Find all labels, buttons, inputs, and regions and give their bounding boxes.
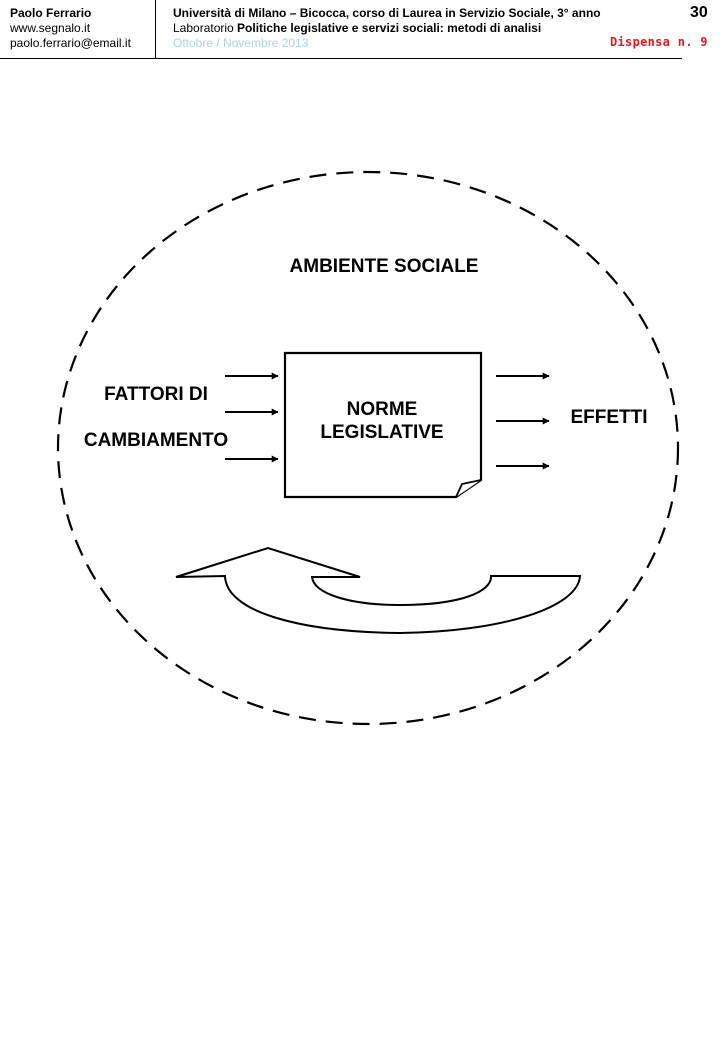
social-environment-boundary <box>56 170 680 726</box>
input-label-line1: FATTORI DI <box>104 384 208 405</box>
university-line: Università di Milano – Bicocca, corso di… <box>173 6 601 20</box>
feedback-arrow <box>175 546 582 635</box>
dispensa-label: Dispensa n. 9 <box>610 35 708 49</box>
box-label-line1: NORME <box>347 399 418 420</box>
input-label-line2: CAMBIAMENTO <box>84 430 228 451</box>
page-number: 30 <box>690 4 708 21</box>
lab-line: Laboratorio Politiche legislative e serv… <box>173 21 663 36</box>
header-vertical-divider <box>155 0 156 58</box>
lab-title: Politiche legislative e servizi sociali:… <box>237 21 542 35</box>
lab-prefix: Laboratorio <box>173 21 238 35</box>
folded-corner <box>455 479 482 498</box>
period-line: Ottobre / Novembre 2013 <box>173 36 309 50</box>
author-name: Paolo Ferrario <box>10 6 92 20</box>
output-label: EFFETTI <box>570 407 647 428</box>
header-horizontal-divider <box>0 58 682 59</box>
author-block: Paolo Ferrario www.segnalo.it paolo.ferr… <box>10 6 155 51</box>
course-block: Università di Milano – Bicocca, corso di… <box>173 6 663 51</box>
environment-label: AMBIENTE SOCIALE <box>290 256 479 277</box>
box-label-line2: LEGISLATIVE <box>320 422 443 443</box>
author-email[interactable]: paolo.ferrario@email.it <box>10 36 131 50</box>
page-header: Paolo Ferrario www.segnalo.it paolo.ferr… <box>0 0 720 60</box>
author-website[interactable]: www.segnalo.it <box>10 21 91 35</box>
